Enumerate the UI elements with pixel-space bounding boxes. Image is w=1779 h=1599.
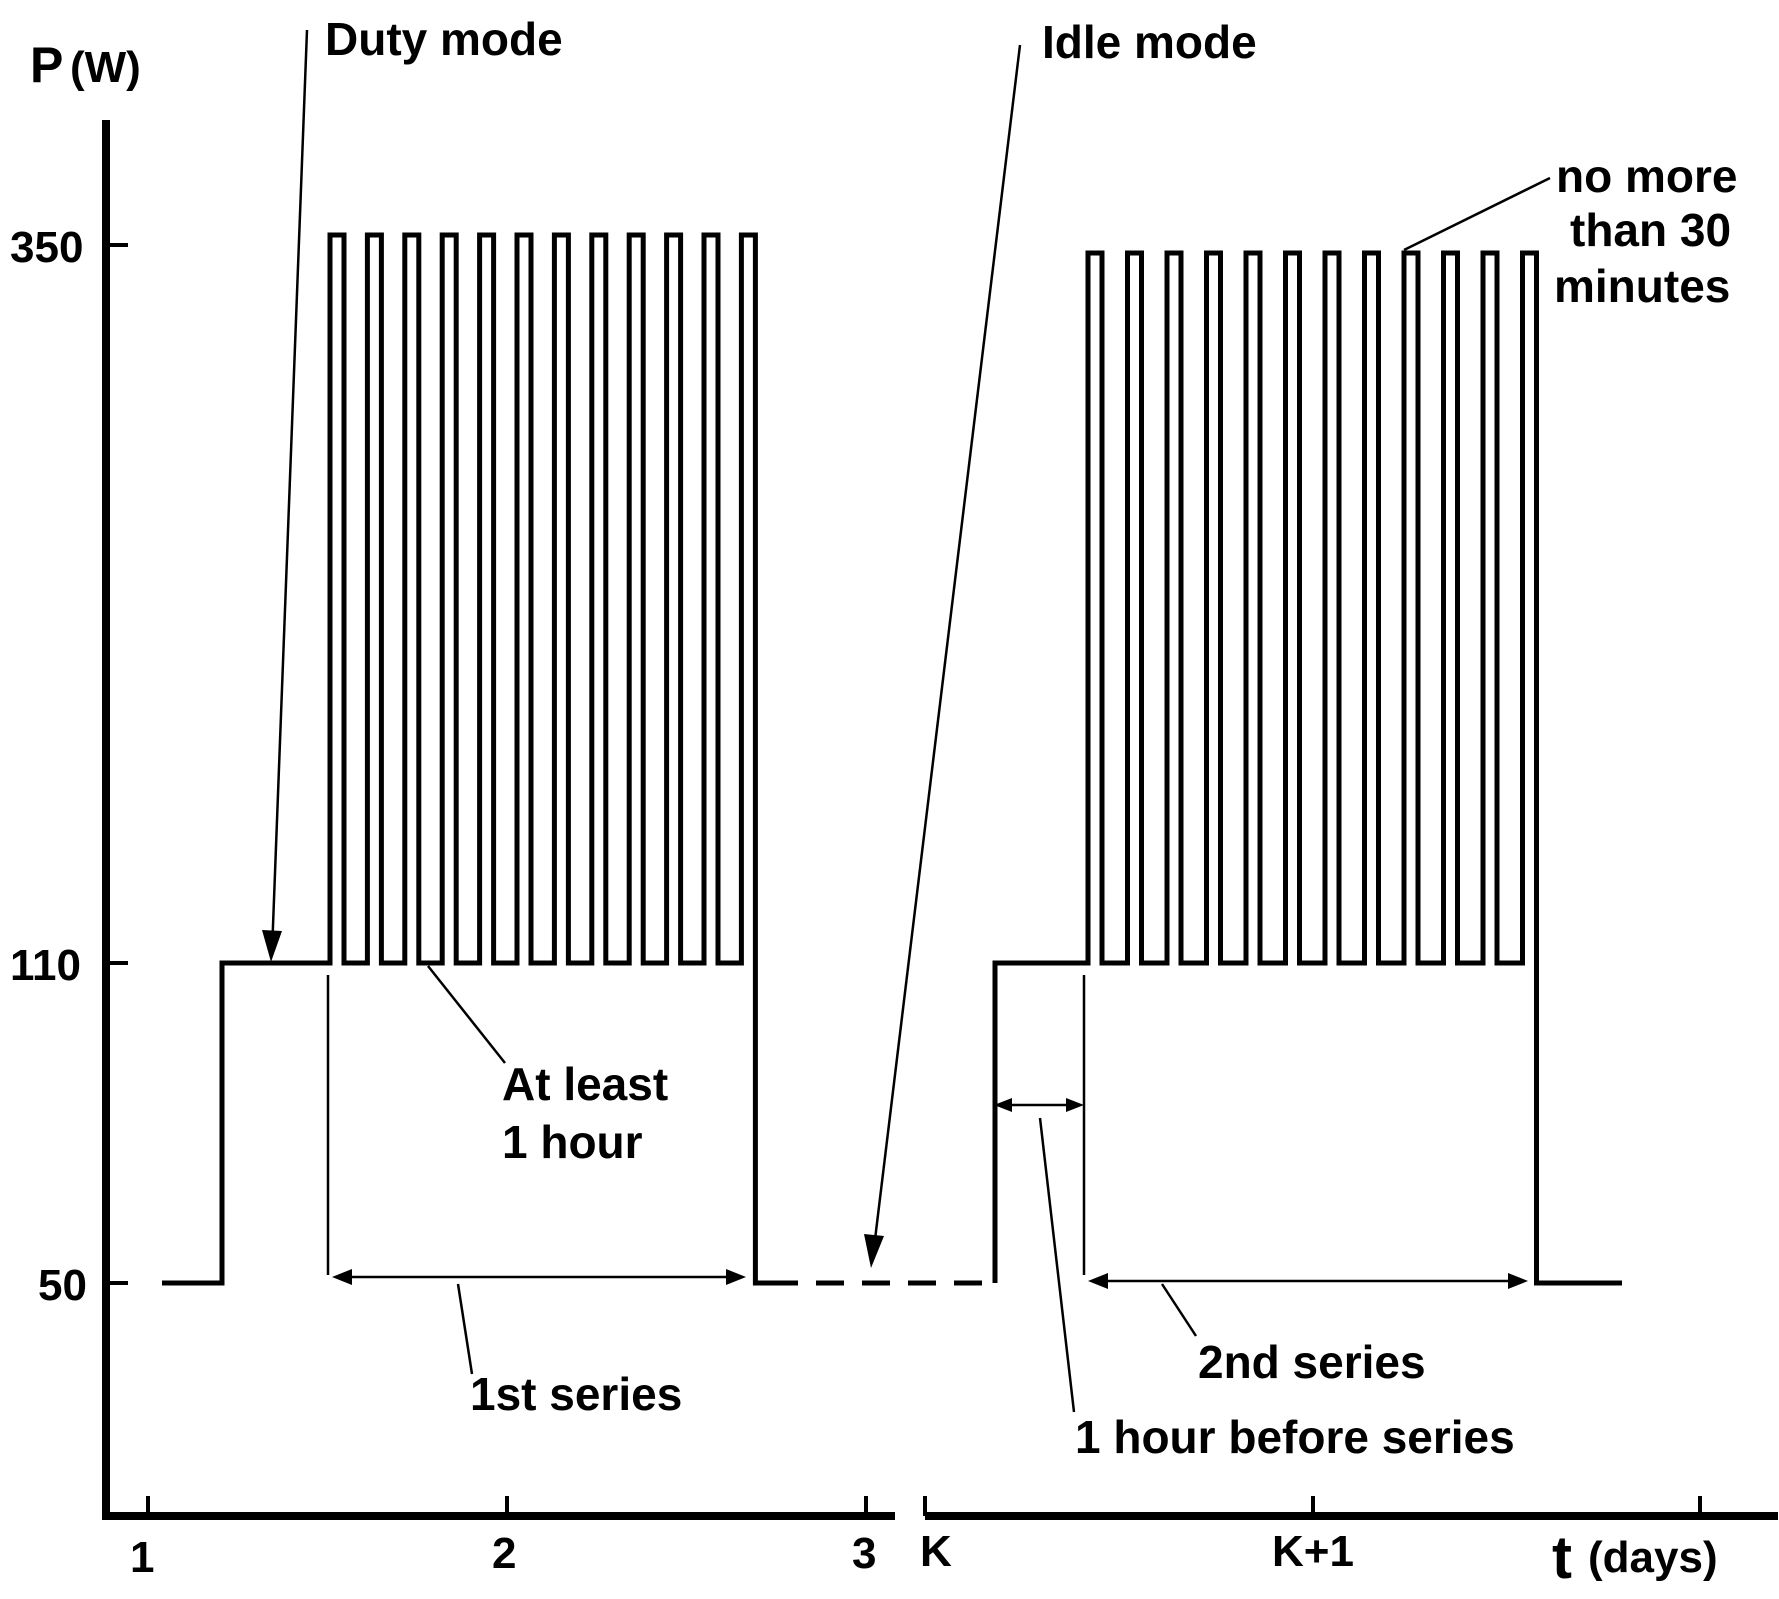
first-series-arrowhead-right [726,1269,746,1285]
at-least-line-1: At least [502,1058,668,1110]
y-axis-label-p: P [30,37,63,93]
second-series-label: 2nd series [1198,1336,1426,1388]
y-tick-label-110: 110 [10,941,81,990]
hour-before-label: 1 hour before series [1075,1411,1515,1463]
idle-mode-arrow-line [871,44,1022,1257]
y-axis-label-unit: (W) [70,43,141,92]
second-series-leader [1160,1283,1198,1337]
y-tick-label-50: 50 [38,1261,87,1310]
second-series-arrowhead-right [1508,1273,1528,1289]
x-axis-label-unit: (days) [1588,1533,1718,1582]
no-more-than-line-1: no more [1556,150,1737,202]
axes [102,120,1778,1520]
at-least-line-2: 1 hour [502,1116,643,1168]
x-tick-label-1: 1 [130,1533,154,1582]
idle-mode-arrowhead [864,1234,884,1268]
hour-before-leader [1038,1117,1076,1413]
duty-mode-label: Duty mode [325,13,563,65]
idle-mode-label: Idle mode [1042,16,1257,68]
second-series-arrowhead-left [1088,1273,1108,1289]
y-tick-label-350: 350 [10,223,83,272]
power-waveform-first-cycle [162,232,770,1286]
first-series-leader [456,1283,474,1375]
first-series-arrowhead-left [332,1269,352,1285]
first-series-label: 1st series [470,1368,682,1420]
power-waveform-second-cycle [992,250,1622,1286]
duty-mode-arrowhead [262,930,282,962]
hour-before-arrowhead-left [994,1098,1012,1112]
x-axis-label-t: t [1552,1524,1572,1591]
dimension-markers [262,29,1551,1413]
x-tick-label-2: 2 [492,1529,516,1578]
x-tick-label-3: 3 [852,1529,876,1578]
hour-before-arrowhead-right [1066,1098,1084,1112]
no-more-than-leader [1403,176,1551,252]
no-more-than-line-3: minutes [1554,260,1730,312]
no-more-than-line-2: than 30 [1570,204,1731,256]
duty-mode-arrow-line [270,29,309,953]
x-tick-label-k: K [920,1527,952,1576]
at-least-leader [427,965,506,1064]
x-tick-label-k-plus-1: K+1 [1272,1527,1354,1576]
